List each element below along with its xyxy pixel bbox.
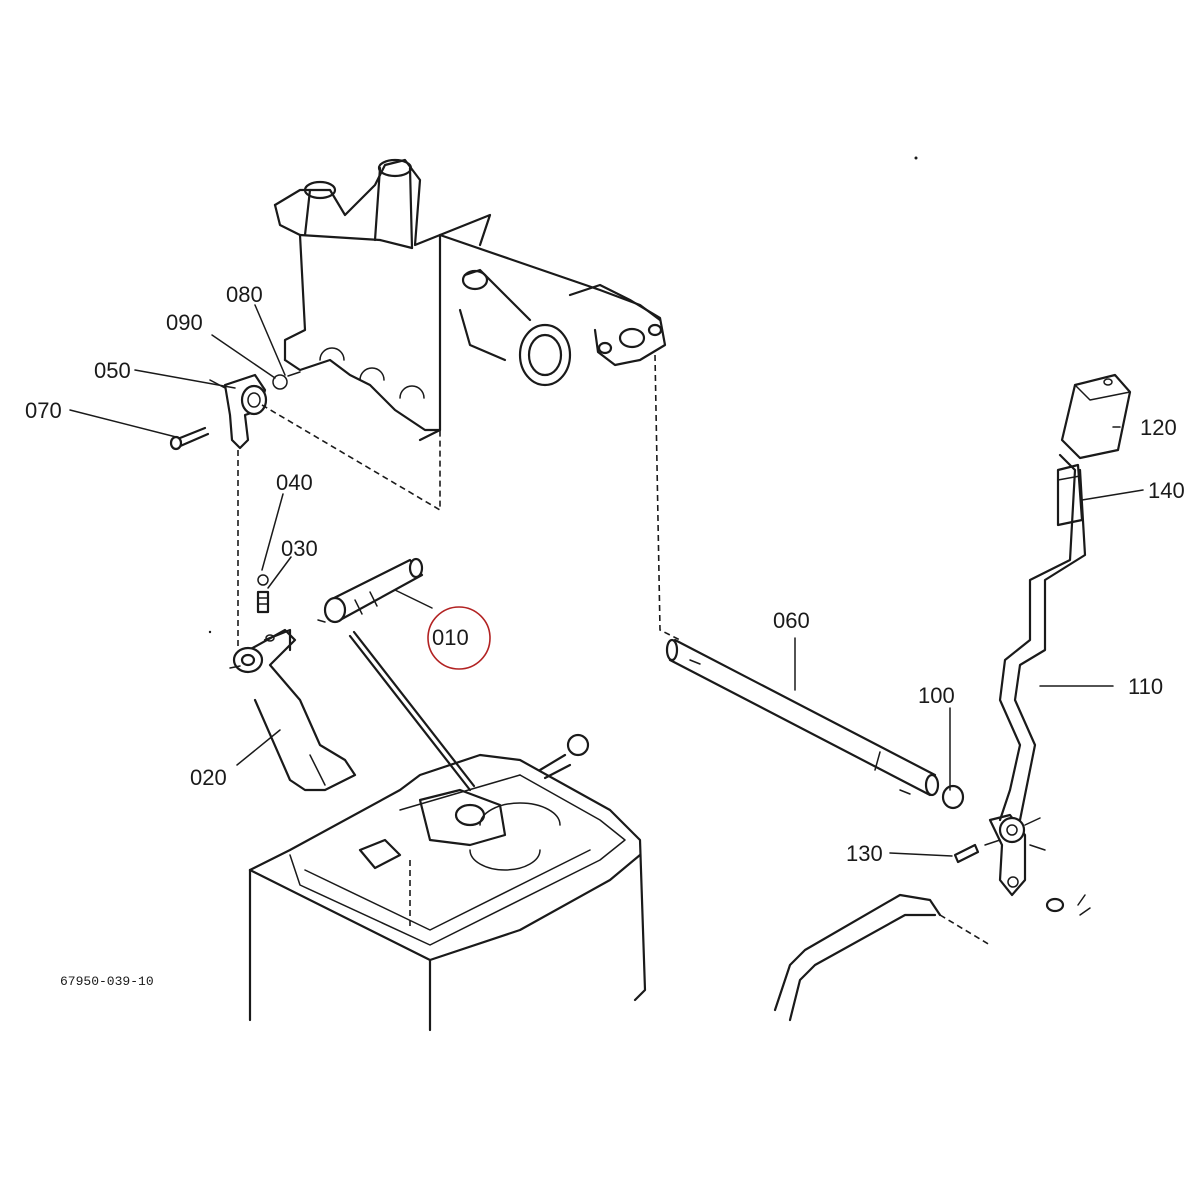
label-100[interactable]: 100 [918, 683, 955, 708]
label-060[interactable]: 060 [773, 608, 810, 633]
label-080[interactable]: 080 [226, 282, 263, 307]
shift-fork-020 [229, 628, 357, 792]
shaft-060 [665, 638, 965, 810]
leader-lines [69, 304, 1144, 857]
spring-ball [256, 574, 270, 614]
upper-housing [273, 158, 667, 442]
label-030[interactable]: 030 [281, 536, 318, 561]
drawing-code: 67950-039-10 [60, 974, 154, 989]
label-140[interactable]: 140 [1148, 478, 1185, 503]
label-070[interactable]: 070 [25, 398, 62, 423]
label-020[interactable]: 020 [190, 765, 227, 790]
label-110[interactable]: 110 [1128, 674, 1163, 699]
label-010[interactable]: 010 [432, 625, 469, 650]
part-labels: 010 020 030 040 050 060 070 080 090 100 … [25, 282, 1185, 866]
lower-housing [248, 733, 991, 1032]
highlight-circle [427, 606, 491, 670]
label-040[interactable]: 040 [276, 470, 313, 495]
shift-lever-110 [953, 373, 1132, 916]
label-050[interactable]: 050 [94, 358, 131, 383]
lever-050 [169, 371, 301, 451]
label-130[interactable]: 130 [846, 841, 883, 866]
shift-shaft-010 [317, 557, 476, 792]
label-120[interactable]: 120 [1140, 415, 1177, 440]
label-090[interactable]: 090 [166, 310, 203, 335]
assembly-lines [237, 354, 681, 650]
